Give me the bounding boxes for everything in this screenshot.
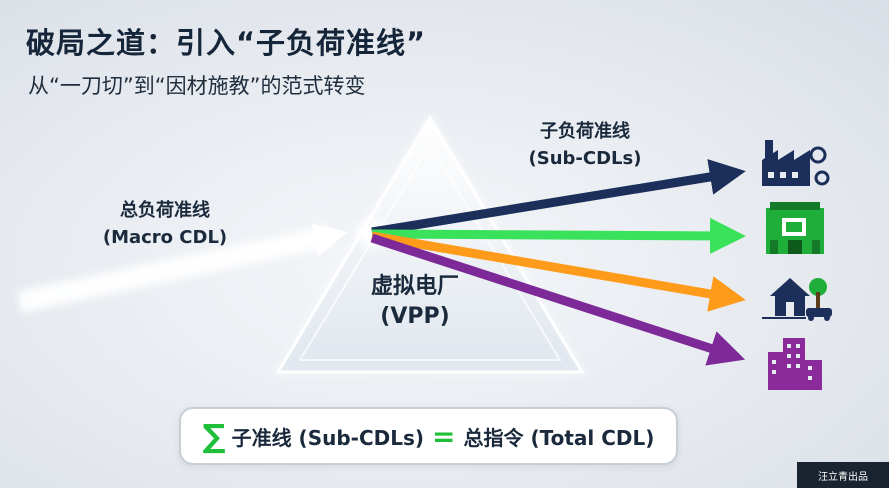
output-beam-green xyxy=(372,234,728,236)
formula-right: 总指令 (Total CDL) xyxy=(464,422,655,451)
sub-cdls-label: 子负荷准线 (Sub-CDLs) xyxy=(520,118,650,172)
formula-left: 子准线 (Sub-CDLs) xyxy=(232,422,424,451)
equals-symbol: = xyxy=(432,420,455,453)
formula-box: ∑ 子准线 (Sub-CDLs) = 总指令 (Total CDL) xyxy=(179,407,678,465)
house-car-icon xyxy=(762,278,832,321)
watermark: 汪立青出品 xyxy=(797,462,889,488)
macro-cdl-label: 总负荷准线 (Macro CDL) xyxy=(80,197,250,251)
vpp-label: 虚拟电厂 (VPP) xyxy=(345,272,485,332)
store-icon xyxy=(766,202,824,254)
office-buildings-icon xyxy=(768,338,822,390)
sigma-symbol: ∑ xyxy=(203,417,226,455)
factory-icon xyxy=(762,140,828,186)
